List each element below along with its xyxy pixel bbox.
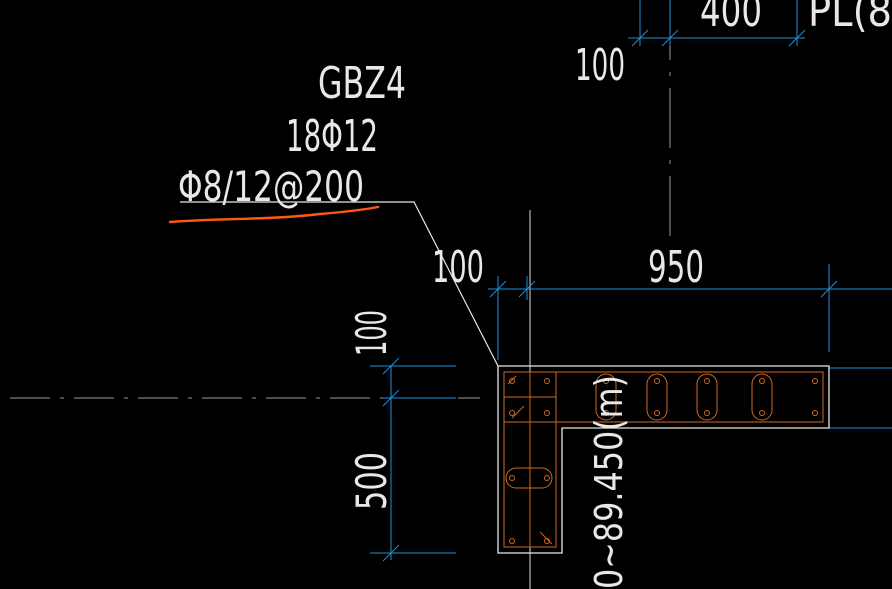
dim-top-100: 100 [575,40,625,91]
rebar-cage [503,371,824,548]
column-id-label: GBZ4 [318,58,406,109]
column-outline[interactable] [497,365,830,554]
elevation-range: 0~89.450(m) [587,375,631,589]
dim-top-pl: PL(8 [808,0,892,37]
longitudinal-rebar-label: 18Φ12 [286,111,378,162]
dim-flange-length: 950 [648,242,704,293]
stirrup-label: Φ8/12@200 [178,162,364,211]
dimension-lines [370,0,892,562]
dim-web-length: 500 [347,452,396,510]
dim-top-400: 400 [700,0,762,37]
markup-underline [168,205,380,224]
rebar-bars [509,378,818,544]
leader-line [180,201,499,367]
dim-leg-width: 100 [432,242,484,293]
dim-flange-thickness: 100 [347,310,396,356]
